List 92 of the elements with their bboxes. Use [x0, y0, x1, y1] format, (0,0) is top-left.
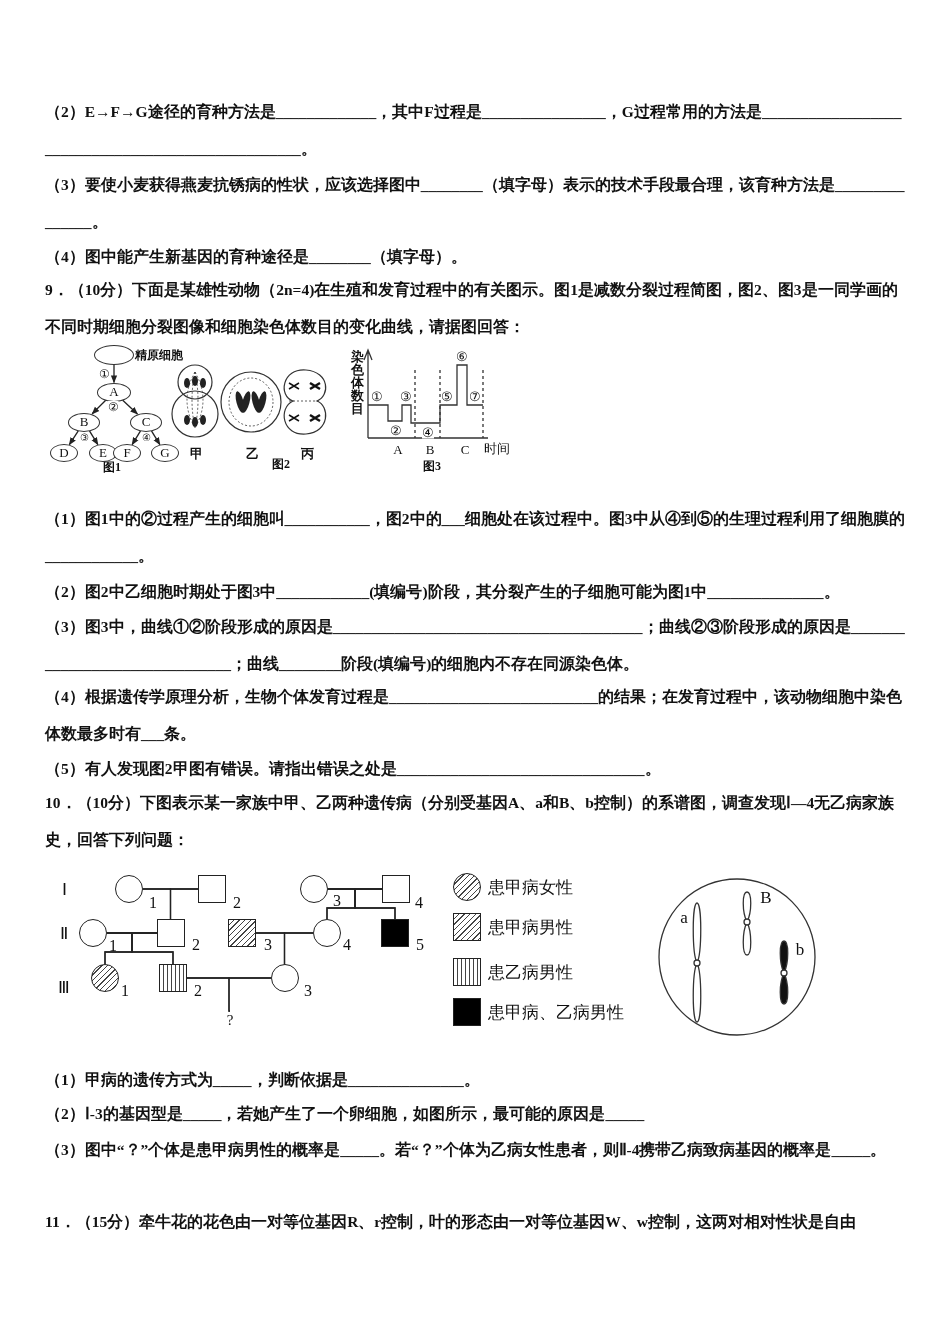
- legend-text: 患乙病男性: [488, 963, 573, 981]
- individual-number: 2: [194, 983, 202, 999]
- individual-number: 1: [109, 938, 117, 954]
- cell-oval: [94, 345, 134, 365]
- female-circle: [79, 919, 107, 947]
- male-square: [159, 964, 187, 992]
- circled-number: ③: [400, 389, 412, 403]
- cell-oval: F: [113, 444, 141, 462]
- pedigree-line: [228, 977, 272, 1012]
- cell-oval: C: [130, 412, 162, 432]
- male-square: [228, 919, 256, 947]
- question-text: （2）图2中乙细胞时期处于图3中____________(填编号)阶段，其分裂产生的子细胞可能为图1中_______________。: [45, 582, 841, 602]
- arrow: [110, 364, 118, 384]
- pedigree-line: [169, 888, 199, 920]
- individual-number: 2: [192, 937, 200, 953]
- circled-number: ⑤: [441, 389, 453, 403]
- cell-label: 甲: [189, 446, 203, 460]
- axis-label: 时间: [484, 441, 510, 455]
- individual-number: 5: [416, 937, 424, 953]
- male-square: [381, 919, 409, 947]
- figure-caption: 图2: [272, 458, 290, 470]
- question-text: （3）要使小麦获得燕麦抗锈病的性状，应该选择图中________（填字母）表示的技术手段最合理，该育种方法是_______________。: [45, 175, 906, 232]
- individual-number: 1: [121, 983, 129, 999]
- question-text: （5）有人发现图2甲图有错误。请指出错误之处是________________________________。: [45, 759, 662, 779]
- circled-number: ⑦: [469, 389, 481, 403]
- cell-oval: G: [151, 444, 179, 462]
- circled-number: ④: [422, 425, 434, 439]
- edge-label: ①: [98, 367, 110, 380]
- allele-label: B: [760, 888, 772, 906]
- individual-number: 3: [264, 937, 272, 953]
- question-text: 10．（10分）下图表示某一家族中甲、乙两种遗传病（分别受基因A、a和B、b控制）的系谱图，调查发现Ⅰ—4无乙病家族史，回答下列问题：: [45, 793, 896, 850]
- question-text: （3）图3中，曲线①②阶段形成的原因是________________________________________；曲线②③阶段形成的原因是_______________________________；曲线________阶段(填编号)的细胞内不存在同源染色体。: [45, 617, 906, 674]
- arrow: [88, 430, 99, 446]
- legend-text: 患甲病女性: [488, 878, 573, 896]
- question-text: （2）E→F→G途径的育种方法是_____________，其中F过程是________________，G过程常用的方法是___________________________________________________。: [45, 102, 903, 159]
- pedigree-line: [131, 932, 174, 965]
- circled-number: ②: [390, 423, 402, 437]
- pedigree-line: [283, 932, 314, 965]
- individual-number: 4: [343, 937, 351, 953]
- pedigree-line: [354, 888, 396, 920]
- circled-number: ④: [141, 433, 151, 443]
- legend-text: 患甲病、乙病男性: [488, 1003, 624, 1021]
- allele-label: b: [795, 940, 805, 958]
- individual-number: 2: [233, 895, 241, 911]
- circled-number: ③: [79, 433, 89, 443]
- question-text: （4）图中能产生新基因的育种途径是________（填字母）。: [45, 247, 468, 267]
- cell-oval: E: [89, 444, 117, 462]
- individual-number: 1: [149, 895, 157, 911]
- arrow: [131, 430, 142, 446]
- stage-letter: B: [425, 442, 435, 456]
- cell-label: 乙: [245, 446, 259, 460]
- cell-oval: D: [50, 444, 78, 462]
- offspring-mark: ?: [223, 1011, 237, 1029]
- individual-number: 4: [415, 895, 423, 911]
- male-square: [198, 875, 226, 903]
- legend-text: 患甲病男性: [488, 918, 573, 936]
- female-circle: [271, 964, 299, 992]
- question-text: （1）甲病的遗传方式为_____，判断依据是_______________。: [45, 1070, 481, 1090]
- question-text: 11．（15分）牵牛花的花色由一对等位基因R、r控制，叶的形态由一对等位基因W、w控制，这两对相对性状是自由: [45, 1212, 857, 1232]
- stage-letter: C: [460, 442, 470, 456]
- cell-type-label: 精原细胞: [135, 349, 183, 361]
- circled-number: ②: [107, 401, 119, 413]
- cell-label: 丙: [300, 446, 314, 460]
- generation-numeral: Ⅰ: [61, 880, 67, 898]
- arrow: [68, 430, 79, 446]
- arrow: [150, 430, 161, 446]
- question-text: （4）根据遗传学原理分析，生物个体发育过程是___________________________的结果；在发育过程中，该动物细胞中染色体数最多时有___条。: [45, 687, 903, 744]
- question-text: （1）图1中的②过程产生的细胞叫___________，图2中的___细胞处在该过程中。图3中从④到⑤的生理过程利用了细胞膜的____________。: [45, 509, 906, 566]
- question-text: 9．（10分）下面是某雄性动物（2n=4)在生殖和发育过程中的有关图示。图1是减数分裂过程简图，图2、图3是一同学画的不同时期细胞分裂图像和细胞染色体数目的变化曲线，请据图回答：: [45, 280, 899, 337]
- male-square: [157, 919, 185, 947]
- axis-label: 染色体数目: [350, 349, 364, 415]
- generation-numeral: Ⅲ: [58, 978, 70, 996]
- question-text: （2）Ⅰ-3的基因型是_____，若她产生了一个卵细胞，如图所示，最可能的原因是_____: [45, 1104, 646, 1124]
- cell-oval: A: [97, 382, 131, 402]
- individual-number: 3: [304, 983, 312, 999]
- individual-number: 3: [333, 893, 341, 909]
- arrow: [91, 399, 107, 415]
- female-circle: [91, 964, 119, 992]
- male-square: [382, 875, 410, 903]
- female-circle: [300, 875, 328, 903]
- allele-label: a: [680, 908, 688, 926]
- cell-oval: B: [68, 412, 100, 432]
- figure-caption: 图3: [423, 460, 441, 472]
- circled-number: ①: [371, 389, 383, 403]
- circled-number: ⑥: [456, 349, 468, 363]
- question-text: （3）图中“？”个体是患甲病男性的概率是_____。若“？”个体为乙病女性患者，则Ⅱ-4携带乙病致病基因的概率是_____。: [45, 1140, 888, 1160]
- figure-caption: 图1: [103, 461, 121, 473]
- stage-letter: A: [393, 442, 403, 456]
- female-circle: [313, 919, 341, 947]
- female-circle: [115, 875, 143, 903]
- generation-numeral: Ⅱ: [60, 924, 68, 942]
- arrow: [122, 399, 139, 415]
